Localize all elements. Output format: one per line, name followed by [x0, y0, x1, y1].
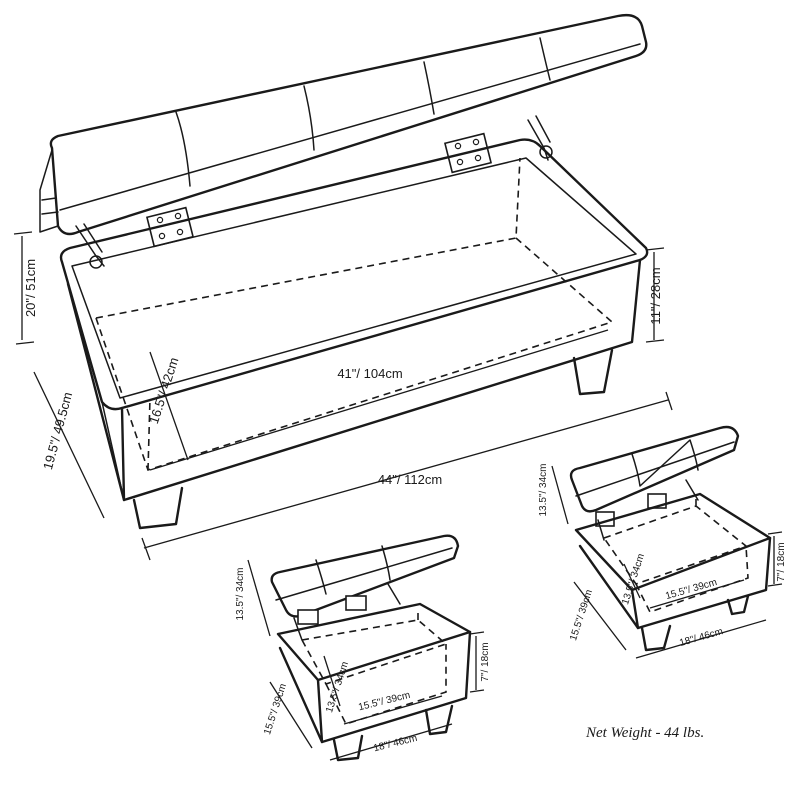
storage-bench — [13, 13, 673, 561]
bench-interior-lines — [95, 157, 613, 472]
dimension-labels: 20"/ 51cm 19.5"/ 49.5cm 16.5"/ 42cm 41"/… — [23, 259, 787, 754]
bench-width-label: 44"/ 112cm — [378, 472, 442, 487]
ottoman-left — [247, 534, 485, 762]
ottoman-right-lid-label: 13.5"/ 34cm — [538, 463, 549, 516]
net-weight-note: Net Weight - 44 lbs. — [586, 725, 705, 741]
ottoman-left-inner-height-label: 7"/ 18cm — [480, 642, 491, 681]
ottoman-left-depth-label: 15.5"/ 39cm — [262, 682, 289, 736]
bench-depth-label: 19.5"/ 49.5cm — [40, 390, 75, 471]
ottoman-left-lid-label: 13.5"/ 34cm — [235, 567, 246, 620]
bench-hinges — [75, 115, 553, 269]
bench-lid — [39, 13, 648, 236]
ottoman-left-width-label: 18"/ 46cm — [372, 733, 418, 754]
bench-inner-depth-label: 16.5"/ 42cm — [146, 356, 182, 426]
ottoman-right — [551, 425, 783, 659]
ottoman-right-depth-label: 15.5"/ 39cm — [568, 588, 595, 642]
ottoman-left-inner-width-label: 15.5"/ 39cm — [357, 690, 411, 714]
bench-inner-height-label: 11"/ 28cm — [648, 267, 663, 324]
bench-inner-width-label: 41"/ 104cm — [337, 366, 402, 381]
ottoman-right-inner-height-label: 7"/ 18cm — [776, 542, 787, 581]
bench-dimension-lines — [13, 231, 673, 561]
ottoman-right-width-label: 18"/ 46cm — [678, 626, 724, 649]
bench-height-label: 20"/ 51cm — [23, 259, 38, 317]
bench-box — [59, 138, 649, 530]
